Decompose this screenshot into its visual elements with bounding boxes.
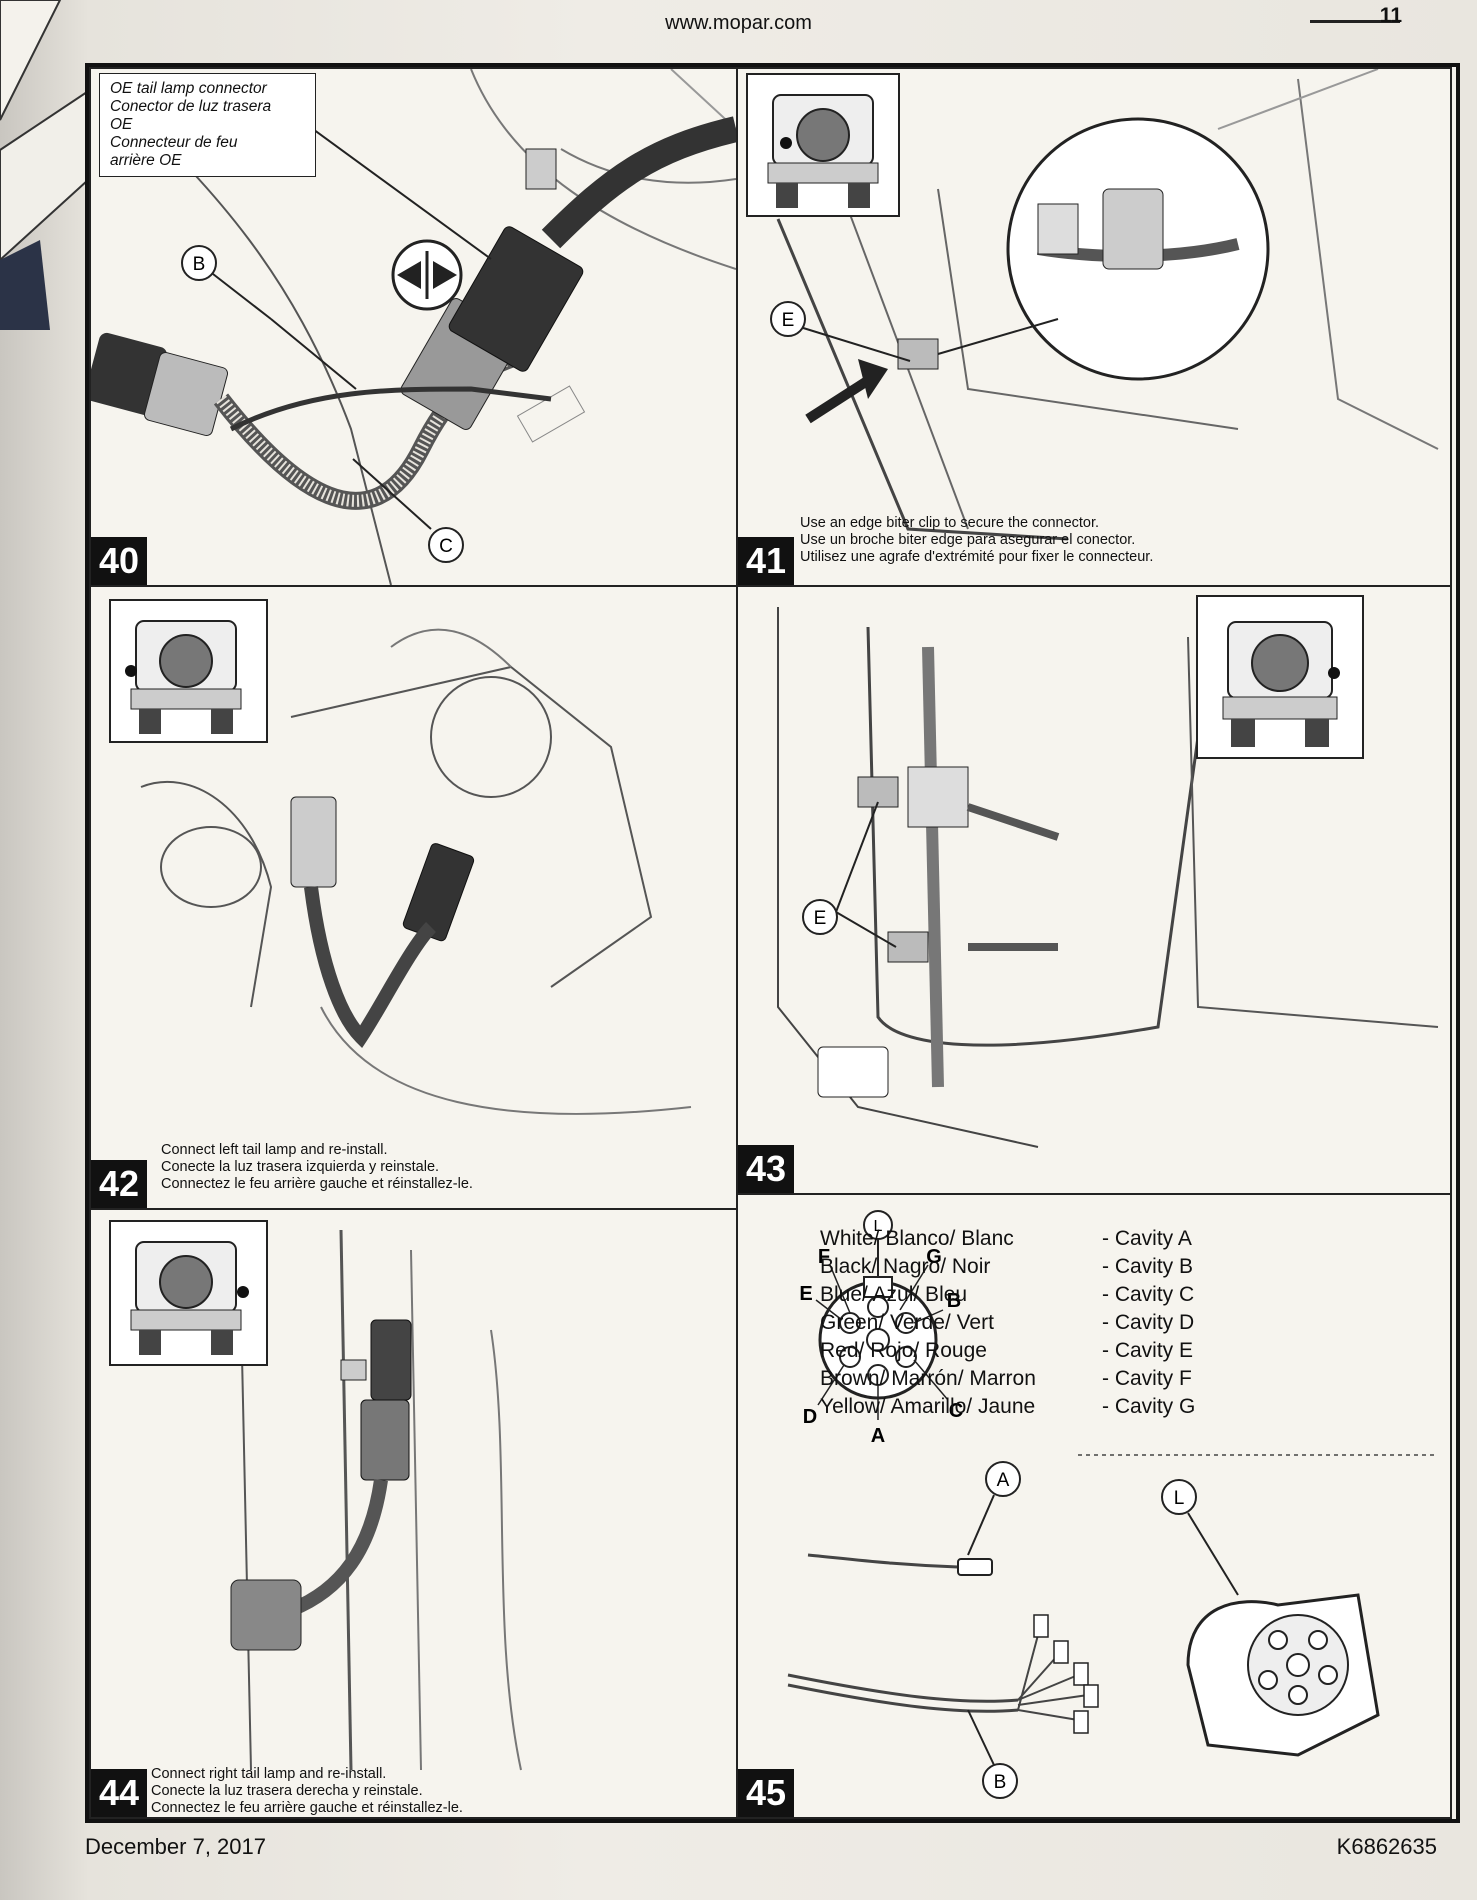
label-line: OE: [110, 116, 133, 133]
caption-en: Use an edge biter clip to secure the con…: [800, 515, 1100, 531]
cavity-letter: L: [874, 1218, 883, 1235]
legend-row: Red/ Rojo/ Rouge - Cavity E: [820, 1337, 1195, 1365]
step-41-panel: E Use an edge biter clip to secure the c…: [736, 67, 1452, 587]
cavity: - Cavity B: [1102, 1255, 1194, 1278]
cavity-letter: B: [947, 1290, 961, 1312]
step-44-panel: Connect right tail lamp and re-install. …: [89, 1208, 738, 1819]
jeep-rear-icon: [1222, 621, 1340, 747]
cavity-letter: A: [871, 1425, 885, 1447]
step-number: 43: [738, 1145, 795, 1193]
wire-color: Brown/ Marrón/ Marron: [820, 1367, 1036, 1390]
cavity-letter: G: [926, 1246, 942, 1268]
cavity-letter: E: [799, 1283, 812, 1305]
legend-row: Black/ Nagro/ Noir - Cavity B: [820, 1253, 1195, 1281]
wiring-illustration: L F G E B D C A A: [787, 1210, 1438, 1799]
cavity: - Cavity E: [1102, 1339, 1194, 1362]
callout-b: B: [994, 1772, 1007, 1793]
cavity-letter: D: [803, 1406, 817, 1428]
callout-c: C: [439, 536, 453, 557]
wire-color: Black/ Nagro/ Noir: [820, 1255, 991, 1278]
label-line: OE tail lamp connector: [110, 80, 267, 97]
wire-color: Red/ Rojo/ Rouge: [820, 1339, 987, 1362]
right-tail-lamp-illustration: [230, 1229, 522, 1771]
step-number: 40: [91, 537, 148, 585]
cavity: - Cavity F: [1102, 1367, 1192, 1390]
legend-row: Brown/ Marrón/ Marron - Cavity F: [820, 1365, 1195, 1393]
step-41-caption: Use an edge biter clip to secure the con…: [800, 515, 1153, 566]
vehicle-rear-inset: [1196, 595, 1364, 759]
document-id: K6862635: [1336, 1834, 1437, 1859]
caption-fr: Utilisez une agrafe d'extrémité pour fix…: [800, 549, 1154, 565]
step-number: 41: [738, 537, 795, 585]
oe-connector-label: OE tail lamp connector Conector de luz t…: [99, 73, 316, 177]
legend-row: Blue/ Azul/ Bleu - Cavity C: [820, 1281, 1195, 1309]
step-number: 45: [738, 1769, 795, 1817]
cavity: - Cavity A: [1102, 1227, 1192, 1250]
caption-es: Conecte la luz trasera derecha y reinsta…: [151, 1783, 423, 1799]
step-40-panel: B C OE tail lamp connector Conector de l…: [89, 67, 738, 587]
cavity: - Cavity C: [1102, 1283, 1195, 1306]
caption-es: Use un broche biter edge para asegurar e…: [800, 532, 1136, 548]
vehicle-rear-inset: [109, 1220, 268, 1366]
label-line: arrière OE: [110, 152, 182, 169]
step-42-caption: Connect left tail lamp and re-install. C…: [161, 1142, 473, 1193]
step-44-caption: Connect right tail lamp and re-install. …: [151, 1766, 463, 1817]
callout-e: E: [814, 908, 827, 929]
caption-fr: Connectez le feu arrière gauche et réins…: [161, 1176, 473, 1192]
caption-en: Connect left tail lamp and re-install.: [161, 1142, 388, 1158]
label-line: Conector de luz trasera: [110, 98, 272, 115]
wire-color-legend: White/ Blanco/ Blanc - Cavity A Black/ Na…: [820, 1225, 1195, 1421]
jeep-rear-icon: [125, 620, 242, 734]
callout-e: E: [782, 310, 795, 331]
clip-routing-illustration: E: [777, 607, 1439, 1148]
wire-color: Yellow/ Amarillo/ Jaune: [820, 1395, 1036, 1418]
wire-color: Green/ Verde/ Vert: [820, 1311, 994, 1334]
callout-b: B: [193, 254, 206, 275]
legend-row: White/ Blanco/ Blanc - Cavity A: [820, 1225, 1195, 1253]
vehicle-rear-inset: [109, 599, 268, 743]
step-number: 42: [91, 1160, 148, 1208]
header-rule: [1310, 20, 1400, 23]
callout-l: L: [1174, 1488, 1185, 1509]
cavity: - Cavity D: [1102, 1311, 1195, 1334]
page-number: 11: [1379, 4, 1402, 27]
jeep-rear-icon: [130, 1241, 249, 1355]
step-45-panel: L F G E B D C A A: [736, 1193, 1452, 1819]
jeep-rear-icon: [767, 94, 879, 208]
cavity-letter: C: [949, 1400, 963, 1422]
caption-fr: Connectez le feu arrière gauche et réins…: [151, 1800, 463, 1816]
step-number: 44: [91, 1769, 148, 1817]
publication-date: December 7, 2017: [85, 1834, 266, 1859]
callout-a: A: [997, 1470, 1010, 1491]
cavity: - Cavity G: [1102, 1395, 1196, 1418]
legend-row: Green/ Verde/ Vert - Cavity D: [820, 1309, 1195, 1337]
tail-lamp-illustration: [140, 628, 692, 1115]
caption-es: Conecte la luz trasera izquierda y reins…: [161, 1159, 440, 1175]
clip-illustration: E: [770, 69, 1439, 541]
wire-color: Blue/ Azul/ Bleu: [820, 1283, 968, 1306]
step-43-panel: E 43: [736, 585, 1452, 1195]
wire-color: White/ Blanco/ Blanc: [820, 1227, 1014, 1250]
paper-corner-decor: [0, 0, 110, 330]
connector-illustration: B C: [91, 69, 736, 585]
label-line: Connecteur de feu: [110, 134, 238, 151]
cavity-letter: F: [818, 1246, 830, 1268]
legend-row: Yellow/ Amarillo/ Jaune - Cavity G: [820, 1393, 1195, 1421]
site-url: www.mopar.com: [665, 12, 812, 34]
step-42-panel: Connect left tail lamp and re-install. C…: [89, 585, 738, 1210]
vehicle-rear-inset: [746, 73, 900, 217]
caption-en: Connect right tail lamp and re-install.: [151, 1766, 387, 1782]
